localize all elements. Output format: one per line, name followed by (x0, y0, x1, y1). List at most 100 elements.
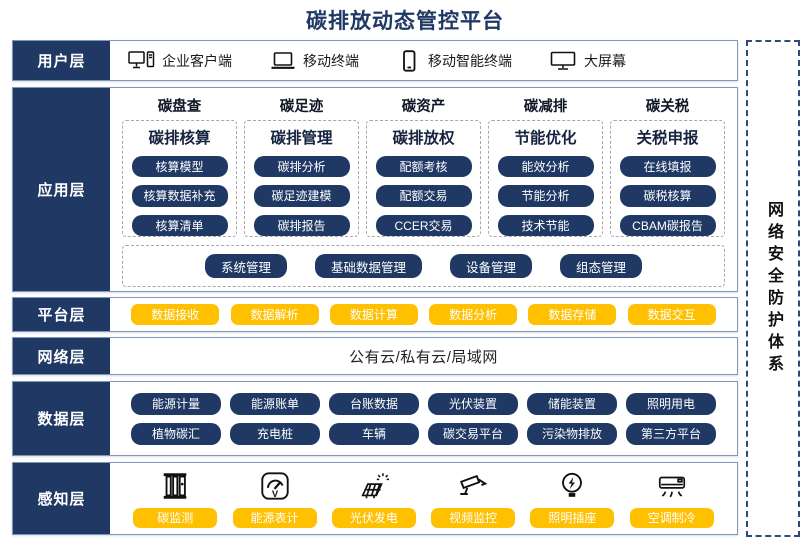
layer-network: 网络层 公有云/私有云/局域网 (12, 337, 738, 375)
data-chip: 能源账单 (230, 392, 320, 415)
app-column-subheader: 节能优化 (514, 130, 577, 147)
solar-power-icon (358, 470, 390, 502)
app-column-box: 节能优化 能效分析 节能分析 技术节能 (488, 120, 603, 237)
app-common-chip: 设备管理 (450, 254, 533, 278)
app-column-carbon-footprint: 碳足迹 碳排管理 碳排分析 碳足迹建模 碳排报告 (244, 95, 359, 237)
network-security-panel-label: 网络安全防护体系 (765, 200, 782, 377)
layer-user: 用户层 企业客户端 (12, 40, 738, 81)
network-security-panel: 网络安全防护体系 (746, 40, 800, 537)
user-item-label: 大屏幕 (584, 52, 626, 69)
app-column-carbon-reduction: 碳减排 节能优化 能效分析 节能分析 技术节能 (488, 95, 603, 237)
layer-app: 应用层 碳盘查 碳排核算 核算模型 核算数据补充 核算清单 碳足迹 碳排管理 碳… (12, 87, 738, 292)
data-chip: 照明用电 (626, 392, 716, 415)
app-item-chip: 碳排报告 (253, 214, 350, 236)
sense-item-video-surveillance: 视频监控 (431, 470, 516, 528)
user-item-label: 移动智能终端 (428, 52, 512, 69)
data-chip: 第三方平台 (626, 422, 716, 445)
app-column-header: 碳关税 (645, 99, 690, 115)
layer-platform-label: 平台层 (13, 298, 110, 331)
data-chip: 充电桩 (230, 422, 320, 445)
app-column-subheader: 碳排放权 (392, 130, 455, 147)
app-column-carbon-tariff: 碳关税 关税申报 在线填报 碳税核算 CBAM碳报告 (610, 95, 725, 237)
data-chip: 植物碳汇 (131, 422, 221, 445)
sense-item-label: 空调制冷 (629, 507, 714, 528)
app-common-chip: 组态管理 (560, 254, 643, 278)
user-item-large-screen: 大屏幕 (550, 51, 626, 71)
energy-meter-icon: V (259, 470, 291, 502)
layer-user-label: 用户层 (13, 41, 110, 80)
app-item-chip: 核算数据补充 (131, 185, 228, 207)
app-item-chip: 碳税核算 (619, 185, 716, 207)
app-column-box: 碳排核算 核算模型 核算数据补充 核算清单 (122, 120, 237, 237)
app-column-box: 碳排放权 配额考核 配额交易 CCER交易 (366, 120, 481, 237)
app-column-carbon-assets: 碳资产 碳排放权 配额考核 配额交易 CCER交易 (366, 95, 481, 237)
sense-item-air-conditioning: 空调制冷 (629, 470, 714, 528)
data-chip: 污染物排放 (527, 422, 617, 445)
app-column-header: 碳盘查 (157, 99, 202, 115)
app-item-chip: 核算清单 (131, 214, 228, 236)
app-item-chip: 配额交易 (375, 185, 472, 207)
layer-user-content: 企业客户端 移动终端 移动智能终端 (110, 41, 737, 80)
sense-item-energy-meter: V 能源表计 (232, 470, 317, 528)
app-item-chip: CBAM碳报告 (619, 214, 716, 236)
app-column-subheader: 碳排管理 (270, 130, 333, 147)
desktop-pc-icon (128, 50, 155, 71)
app-common-box: 系统管理 基础数据管理 设备管理 组态管理 (122, 245, 725, 287)
app-item-chip: 技术节能 (497, 214, 594, 236)
user-item-enterprise-client: 企业客户端 (128, 50, 232, 71)
user-item-smart-mobile-terminal: 移动智能终端 (397, 49, 512, 72)
app-column-header: 碳足迹 (279, 99, 324, 115)
page-title: 碳排放动态管控平台 (306, 10, 504, 33)
app-common-chip: 系统管理 (204, 254, 287, 278)
sense-item-carbon-monitoring: 碳监测 (133, 470, 218, 528)
app-column-subheader: 关税申报 (636, 130, 699, 147)
platform-chip: 数据接收 (131, 304, 220, 325)
large-screen-icon (550, 51, 577, 71)
sense-item-label: 视频监控 (431, 507, 516, 528)
sense-item-label: 照明插座 (530, 507, 615, 528)
layer-platform-content: 数据接收 数据解析 数据计算 数据分析 数据存储 数据交互 (110, 298, 737, 331)
app-item-chip: 碳排分析 (253, 156, 350, 178)
user-item-mobile-terminal: 移动终端 (270, 51, 359, 71)
layer-network-content: 公有云/私有云/局域网 (110, 338, 737, 374)
app-column-box: 关税申报 在线填报 碳税核算 CBAM碳报告 (610, 120, 725, 237)
layer-platform: 平台层 数据接收 数据解析 数据计算 数据分析 数据存储 数据交互 (12, 297, 738, 332)
app-column-subheader: 碳排核算 (148, 130, 211, 147)
lighting-socket-icon (556, 470, 588, 502)
layer-app-label: 应用层 (13, 88, 110, 291)
app-item-chip: 核算模型 (131, 156, 228, 178)
app-item-chip: 能效分析 (497, 156, 594, 178)
layer-network-label: 网络层 (13, 338, 110, 374)
layer-data-content: 能源计量 能源账单 台账数据 光伏装置 储能装置 照明用电 植物碳汇 充电桩 车… (110, 382, 737, 455)
data-chip: 储能装置 (527, 392, 617, 415)
app-column-header: 碳减排 (523, 99, 568, 115)
network-content-text: 公有云/私有云/局域网 (349, 348, 498, 366)
data-chip: 光伏装置 (428, 392, 518, 415)
carbon-monitor-icon (159, 470, 191, 502)
smartphone-icon (397, 49, 421, 72)
sense-item-solar-power: 光伏发电 (331, 470, 416, 528)
app-item-chip: 碳足迹建模 (253, 185, 350, 207)
layer-perception-label: 感知层 (13, 463, 110, 534)
app-column-header: 碳资产 (401, 99, 446, 115)
platform-chip: 数据计算 (329, 304, 418, 325)
data-chip: 台账数据 (329, 392, 419, 415)
data-chip: 车辆 (329, 422, 419, 445)
layer-perception: 感知层 碳监测 (12, 462, 738, 535)
laptop-icon (270, 51, 296, 71)
app-item-chip: 配额考核 (375, 156, 472, 178)
video-surveillance-icon (457, 470, 489, 502)
layer-data: 数据层 能源计量 能源账单 台账数据 光伏装置 储能装置 照明用电 植物碳汇 充… (12, 381, 738, 456)
air-conditioning-icon (656, 470, 688, 502)
sense-item-label: 光伏发电 (331, 507, 416, 528)
app-item-chip: 节能分析 (497, 185, 594, 207)
app-item-chip: CCER交易 (375, 214, 472, 236)
layer-app-content: 碳盘查 碳排核算 核算模型 核算数据补充 核算清单 碳足迹 碳排管理 碳排分析 … (110, 88, 737, 291)
data-row-2: 植物碳汇 充电桩 车辆 碳交易平台 污染物排放 第三方平台 (110, 422, 737, 445)
platform-chip: 数据解析 (230, 304, 319, 325)
platform-chip: 数据交互 (627, 304, 716, 325)
data-chip: 碳交易平台 (428, 422, 518, 445)
user-item-label: 企业客户端 (162, 52, 232, 69)
sense-item-lighting-socket: 照明插座 (530, 470, 615, 528)
platform-chip: 数据分析 (429, 304, 518, 325)
